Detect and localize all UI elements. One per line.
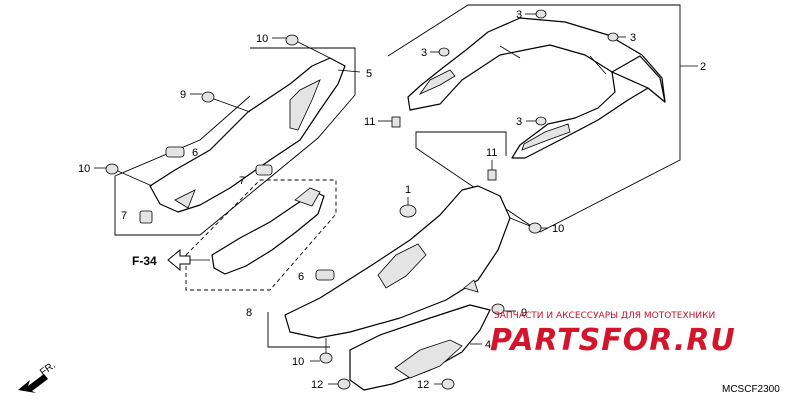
screw-3-a (525, 9, 547, 19)
watermark-logo: PARTSFOR.RU (490, 323, 736, 358)
screw-10-a (272, 34, 331, 59)
clip-11-a (378, 116, 401, 128)
rear-cover-part-4 (349, 304, 491, 391)
reference-arrow (167, 248, 210, 272)
callout-12-a: 12 (311, 379, 323, 391)
screw-12-b (434, 378, 455, 390)
diagram-code: MCSCF2300 (722, 384, 780, 395)
group-box-8 (267, 312, 330, 348)
callout-2: 2 (700, 61, 706, 73)
callout-5: 5 (366, 68, 372, 80)
callout-9-b: 9 (521, 307, 527, 319)
screw-10-b (94, 163, 153, 187)
clip-11-b (487, 160, 497, 181)
callout-9-a: 9 (180, 89, 186, 101)
grommet-6-a (165, 146, 185, 158)
callout-6-a: 6 (192, 147, 198, 159)
callout-3-a: 3 (516, 9, 522, 21)
screw-3-d (526, 116, 547, 126)
grommet-6-b (315, 269, 335, 281)
screw-10-c (509, 217, 548, 234)
screw-12-a (328, 378, 351, 390)
lower-cover-dashed (211, 187, 325, 275)
group-box-2 (387, 4, 681, 233)
grommet-7-b (139, 210, 153, 224)
callout-1: 1 (405, 184, 411, 196)
grommet-1 (399, 204, 417, 218)
screw-3-c (430, 47, 450, 57)
callout-7-b: 7 (121, 210, 127, 222)
callout-10-d: 10 (292, 356, 304, 368)
grab-rail-part-2 (407, 17, 666, 159)
callout-6-b: 6 (298, 271, 304, 283)
screw-9-b (491, 303, 516, 315)
reference-label: F-34 (132, 254, 157, 268)
callout-7-a: 7 (239, 175, 245, 187)
watermark-tagline: ЗАПЧАСТИ И АКСЕССУАРЫ ДЛЯ МОТОТЕХНИКИ (494, 311, 715, 321)
callout-4: 4 (485, 339, 491, 351)
side-cover-part-5 (149, 57, 361, 213)
callout-12-b: 12 (417, 379, 429, 391)
callout-11-b: 11 (486, 147, 497, 159)
direction-label: FR. (38, 360, 58, 378)
callout-3-b: 3 (630, 32, 636, 44)
grommet-7-a (255, 164, 273, 176)
callout-10-c: 10 (552, 223, 564, 235)
front-direction-arrow (18, 374, 48, 393)
callout-3-c: 3 (421, 47, 427, 59)
callout-10-a: 10 (256, 33, 268, 45)
group-box-dashed (185, 179, 337, 291)
side-cover-part-8 (284, 185, 511, 339)
callout-10-b: 10 (78, 163, 90, 175)
screw-10-d (310, 338, 333, 364)
screw-3-b (607, 32, 626, 42)
callout-11-a: 11 (364, 116, 375, 128)
callout-3-d: 3 (516, 116, 522, 128)
screw-9-a (190, 91, 251, 113)
callout-8: 8 (246, 307, 252, 319)
